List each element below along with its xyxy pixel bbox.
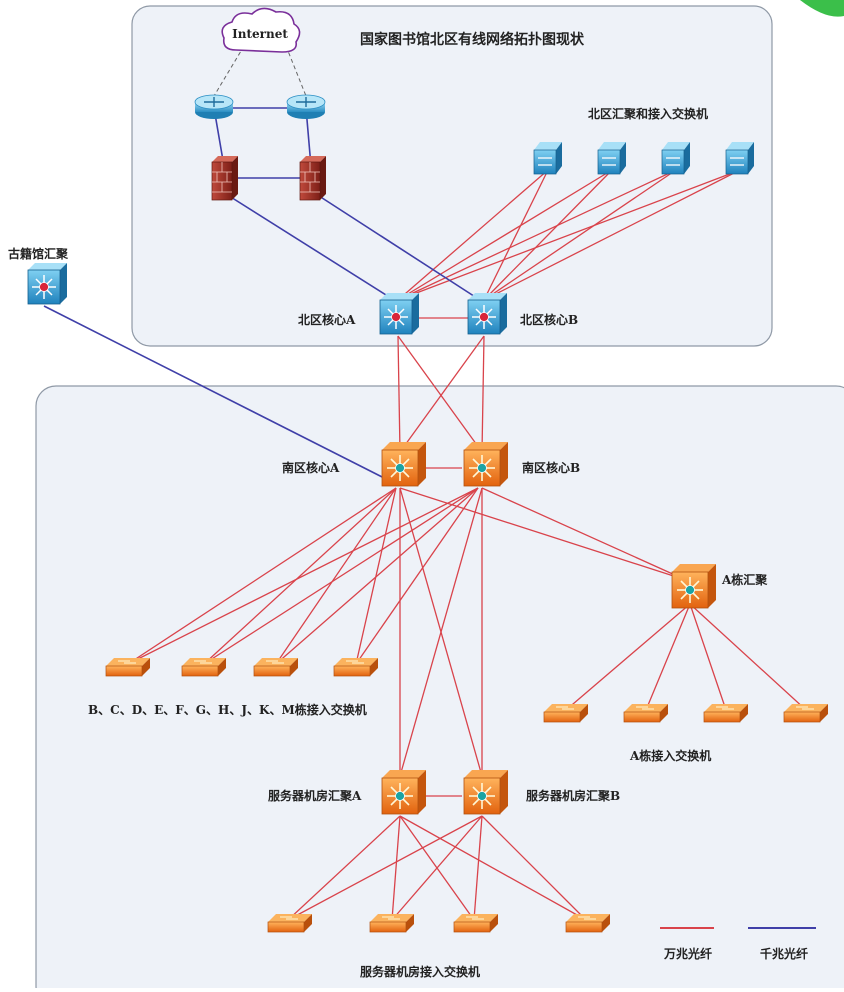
b-to-m-access-label: B、C、D、E、F、G、H、J、K、M栋接入交换机 <box>88 702 367 717</box>
router-right-icon <box>286 94 326 120</box>
server-access-switch-icon <box>369 913 415 933</box>
ancient-books-aggregation-label: 古籍馆汇聚 <box>8 246 69 261</box>
internet-link-right <box>285 45 307 97</box>
access-switch-icon <box>253 657 299 677</box>
south-core-b-label: 南区核心B <box>522 460 580 475</box>
corner-accent <box>800 0 844 17</box>
internet-link-left <box>213 45 245 97</box>
north-zone-title: 国家图书馆北区有线网络拓扑图现状 <box>360 31 585 48</box>
ten-gigabit-links <box>127 169 807 921</box>
firewall-left-icon <box>211 155 239 201</box>
a-access-switch-icon <box>783 703 829 723</box>
internet-label: Internet <box>232 27 288 41</box>
a-access-switch-icon <box>543 703 589 723</box>
server-aggregation-b-icon <box>463 769 509 815</box>
access-switch-icon <box>181 657 227 677</box>
server-aggregation-b-label: 服务器机房汇聚B <box>526 788 620 803</box>
server-access-switch-icon <box>267 913 313 933</box>
internet-cloud-icon: Internet <box>221 7 301 53</box>
south-zone-panel <box>35 385 844 992</box>
south-core-a-icon <box>381 441 427 487</box>
legend-one-g-label: 千兆光纤 <box>760 946 808 961</box>
legend: 万兆光纤 千兆光纤 <box>660 927 816 961</box>
north-access-switch-icon <box>725 141 755 175</box>
north-access-switch-icon <box>533 141 563 175</box>
north-access-switch-icon <box>661 141 691 175</box>
north-core-b-label: 北区核心B <box>520 312 578 327</box>
legend-ten-g-label: 万兆光纤 <box>663 946 712 961</box>
north-access-switch-icon <box>597 141 627 175</box>
a-access-switch-icon <box>623 703 669 723</box>
a-building-aggregation-label: A栋汇聚 <box>721 572 768 587</box>
a-access-label: A栋接入交换机 <box>629 748 711 763</box>
north-core-a-label: 北区核心A <box>298 312 356 327</box>
ancient-books-aggregation-icon <box>27 262 68 305</box>
router-left-icon <box>194 94 234 120</box>
server-access-switch-icon <box>565 913 611 933</box>
server-aggregation-a-icon <box>381 769 427 815</box>
server-aggregation-a-label: 服务器机房汇聚A <box>268 788 362 803</box>
north-core-b-icon <box>467 292 508 335</box>
firewall-right-icon <box>299 155 327 201</box>
a-building-aggregation-icon <box>671 563 717 609</box>
a-access-switch-icon <box>703 703 749 723</box>
server-access-label: 服务器机房接入交换机 <box>360 964 480 979</box>
north-access-label: 北区汇聚和接入交换机 <box>588 106 708 121</box>
access-switch-icon <box>333 657 379 677</box>
south-core-a-label: 南区核心A <box>282 460 340 475</box>
server-access-switch-icon <box>453 913 499 933</box>
access-switch-icon <box>105 657 151 677</box>
north-zone-panel <box>131 5 773 347</box>
south-core-b-icon <box>463 441 509 487</box>
north-core-a-icon <box>379 292 420 335</box>
